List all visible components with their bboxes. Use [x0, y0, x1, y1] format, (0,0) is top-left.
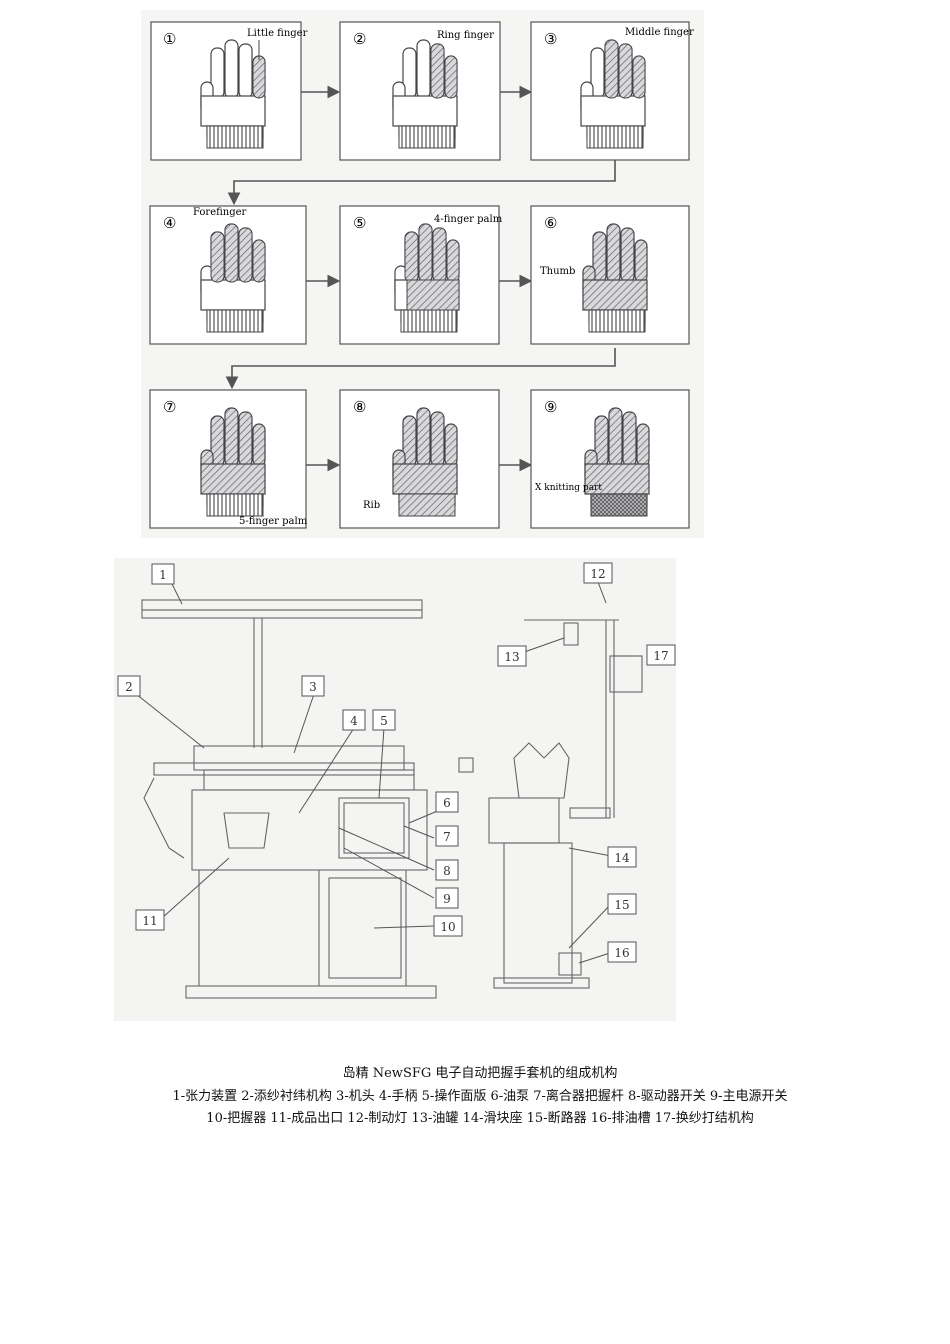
- step-6-number: ⑥: [544, 214, 557, 232]
- glove-machine-structure-drawing: 1 2 3 4 5 6 7 8 9 10 11 12 13 14 15 16 1…: [114, 558, 676, 1021]
- svg-text:2: 2: [125, 680, 133, 694]
- svg-text:4: 4: [350, 714, 358, 728]
- svg-text:17: 17: [653, 649, 668, 663]
- step-5-panel: ⑤ 4-finger palm: [339, 205, 503, 345]
- step-3-number: ③: [544, 30, 557, 48]
- callout-10: 10: [433, 915, 463, 937]
- step-1-panel: ① Little finger: [150, 21, 308, 161]
- svg-text:14: 14: [614, 851, 630, 865]
- step-2-label: Ring finger: [437, 30, 494, 41]
- svg-text:8: 8: [443, 864, 451, 878]
- figure-caption-legend: 1-张力装置 2-添纱衬纬机构 3-机头 4-手柄 5-操作面版 6-油泵 7-…: [172, 1089, 788, 1126]
- step-4-number: ④: [163, 214, 176, 232]
- step-7-panel: ⑦ 5-finger palm: [149, 389, 308, 529]
- step-8-number: ⑧: [353, 398, 366, 416]
- step-9-label: X knitting part: [535, 483, 602, 493]
- callout-16: 16: [607, 941, 637, 963]
- callout-15: 15: [607, 893, 637, 915]
- callout-9: 9: [435, 887, 459, 909]
- step-7-number: ⑦: [163, 398, 176, 416]
- step-4-panel: ④ Forefinger: [149, 205, 307, 345]
- step-9-panel: ⑨ X knitting part: [530, 389, 690, 529]
- svg-text:6: 6: [443, 796, 451, 810]
- step-8-label: Rib: [363, 500, 380, 511]
- svg-text:15: 15: [614, 898, 629, 912]
- svg-text:1: 1: [159, 568, 167, 582]
- step-2-panel: ② Ring finger: [339, 21, 501, 161]
- svg-text:9: 9: [443, 892, 451, 906]
- callout-17: 17: [646, 644, 676, 666]
- step-3-panel: ③ Middle finger: [530, 21, 694, 161]
- step-1-number: ①: [163, 30, 176, 48]
- callout-4: 4: [342, 709, 366, 731]
- svg-text:12: 12: [590, 567, 605, 581]
- callout-14: 14: [607, 846, 637, 868]
- step-6-label: Thumb: [540, 266, 575, 277]
- glove-knitting-sequence-figure: ① Little finger ② Ring finger ③: [141, 10, 704, 538]
- step-7-label: 5-finger palm: [239, 516, 308, 527]
- callout-2: 2: [117, 675, 141, 697]
- callout-1: 1: [151, 563, 175, 585]
- step-8-panel: ⑧ Rib: [339, 389, 500, 529]
- callout-7: 7: [435, 825, 459, 847]
- step-9-number: ⑨: [544, 398, 557, 416]
- callout-12: 12: [583, 562, 613, 584]
- callout-8: 8: [435, 859, 459, 881]
- svg-text:13: 13: [504, 650, 519, 664]
- svg-text:5: 5: [380, 714, 388, 728]
- callout-6: 6: [435, 791, 459, 813]
- callout-13: 13: [497, 645, 527, 667]
- callout-5: 5: [372, 709, 396, 731]
- svg-text:10: 10: [440, 920, 455, 934]
- step-6-panel: ⑥ Thumb: [530, 205, 690, 345]
- step-4-label: Forefinger: [193, 207, 247, 218]
- figure-caption-title: 岛精 NewSFG 电子自动把握手套机的组成机构: [342, 1066, 618, 1081]
- svg-text:3: 3: [309, 680, 317, 694]
- step-5-label: 4-finger palm: [434, 214, 503, 225]
- step-5-number: ⑤: [353, 214, 366, 232]
- svg-text:11: 11: [142, 914, 157, 928]
- callout-11: 11: [135, 909, 165, 931]
- svg-text:7: 7: [443, 830, 451, 844]
- step-1-label: Little finger: [247, 28, 308, 39]
- step-2-number: ②: [353, 30, 366, 48]
- step-3-label: Middle finger: [625, 27, 694, 38]
- callout-3: 3: [301, 675, 325, 697]
- svg-text:16: 16: [614, 946, 629, 960]
